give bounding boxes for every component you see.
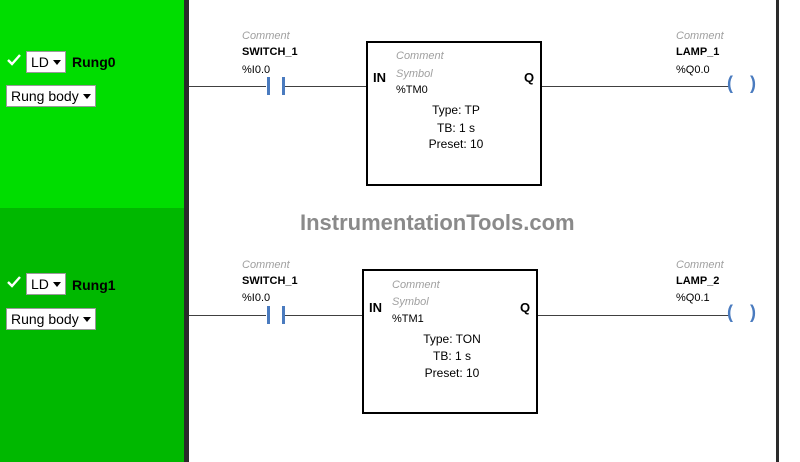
block-comment[interactable]: Comment (396, 50, 444, 62)
block-symbol[interactable]: Symbol (396, 68, 433, 80)
rung-body-dropdown[interactable]: Rung body (6, 85, 96, 107)
watermark: InstrumentationTools.com (300, 210, 575, 235)
contact-variable-name[interactable]: SWITCH_1 (242, 275, 298, 287)
checkmark-icon[interactable] (6, 274, 22, 290)
language-value: LD (31, 54, 49, 70)
block-address: %TM0 (396, 84, 428, 96)
coil-comment[interactable]: Comment (676, 30, 724, 42)
chevron-down-icon (83, 94, 91, 99)
contact-comment[interactable]: Comment (242, 30, 290, 42)
language-value: LD (31, 276, 49, 292)
q-pin-label: Q (524, 70, 535, 85)
rung-body-label: Rung body (11, 311, 79, 327)
rung-wire (285, 315, 363, 316)
contact-right-bar[interactable] (282, 77, 285, 95)
block-type: Type: TP (432, 103, 480, 117)
rung-wire (189, 315, 266, 316)
in-pin-label: IN (373, 70, 386, 85)
block-timebase: TB: 1 s (436, 121, 475, 135)
block-preset: Preset: 10 (428, 137, 484, 151)
coil-icon[interactable]: ( ) (727, 302, 762, 322)
rung-wire (542, 86, 730, 87)
rung-wire (285, 86, 367, 87)
contact-left-bar[interactable] (267, 306, 270, 324)
coil-address: %Q0.0 (676, 64, 710, 76)
timer-block[interactable]: Comment Symbol IN Q %TM0 Type: TP TB: 1 … (366, 41, 542, 186)
block-comment[interactable]: Comment (392, 279, 440, 291)
contact-variable-name[interactable]: SWITCH_1 (242, 46, 298, 58)
contact-right-bar[interactable] (282, 306, 285, 324)
chevron-down-icon (53, 282, 61, 287)
rung-wire (538, 315, 730, 316)
rung-wire (189, 86, 266, 87)
chevron-down-icon (83, 317, 91, 322)
block-address: %TM1 (392, 313, 424, 325)
block-type: Type: TON (423, 332, 481, 346)
rung1-header-panel: LD Rung1 Rung body (0, 208, 184, 462)
coil-icon[interactable]: ( ) (727, 73, 762, 93)
rung0-header-panel: LD Rung0 Rung body (0, 0, 184, 208)
timer-block[interactable]: Comment Symbol IN Q %TM1 Type: TON TB: 1… (362, 269, 538, 414)
q-pin-label: Q (520, 300, 531, 315)
coil-address: %Q0.1 (676, 292, 710, 304)
rung-body-label: Rung body (11, 88, 79, 104)
language-dropdown[interactable]: LD (26, 273, 66, 295)
rung-title: Rung1 (72, 277, 116, 293)
coil-comment[interactable]: Comment (676, 259, 724, 271)
panel-divider (184, 0, 189, 462)
rung-title: Rung0 (72, 54, 116, 70)
language-dropdown[interactable]: LD (26, 51, 66, 73)
block-timebase: TB: 1 s (432, 349, 471, 363)
block-preset: Preset: 10 (424, 366, 480, 380)
editor-right-border (776, 0, 779, 462)
contact-address: %I0.0 (242, 292, 271, 304)
contact-left-bar[interactable] (267, 77, 270, 95)
coil-variable-name[interactable]: LAMP_1 (676, 46, 720, 58)
contact-comment[interactable]: Comment (242, 259, 290, 271)
checkmark-icon[interactable] (6, 52, 22, 68)
rung-body-dropdown[interactable]: Rung body (6, 308, 96, 330)
chevron-down-icon (53, 60, 61, 65)
coil-variable-name[interactable]: LAMP_2 (676, 275, 720, 287)
in-pin-label: IN (369, 300, 382, 315)
block-symbol[interactable]: Symbol (392, 296, 429, 308)
contact-address: %I0.0 (242, 64, 271, 76)
